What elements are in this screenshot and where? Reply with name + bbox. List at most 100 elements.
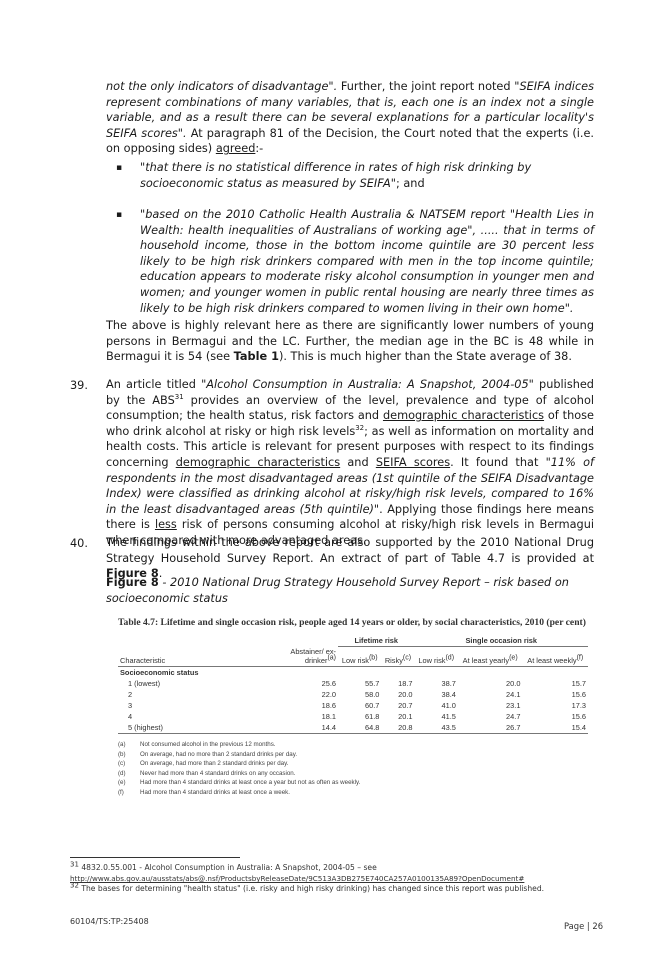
- text-span: ; and: [395, 176, 425, 190]
- note-ref: (f): [576, 654, 584, 662]
- table-cell: 14.4: [321, 723, 336, 732]
- table-section-row: Socioeconomic status: [118, 667, 588, 679]
- note-ref: (e): [509, 654, 518, 662]
- text-span: At paragraph 81 of the Decision, the Cou…: [106, 126, 594, 156]
- table-cell: 18.1: [321, 712, 336, 721]
- note-key: (a): [118, 741, 126, 748]
- text-span: .: [158, 567, 163, 581]
- bullet-icon: ▪: [116, 163, 123, 173]
- col-header-abstainer: Abstainer/ ex-drinker(a): [272, 646, 338, 667]
- table-note: (f)Had more than 4 standard drinks at le…: [118, 788, 600, 798]
- text-span: published by the ABS: [106, 378, 594, 407]
- text-span: :-: [255, 142, 264, 156]
- table-cell: [118, 635, 272, 647]
- bullet-item-1: "that there is no statistical difference…: [140, 160, 592, 191]
- table-cell: 18.7: [398, 679, 413, 688]
- text-span: of those who drink alcohol at risky or h…: [106, 409, 594, 438]
- col-header-yearly: At least yearly(e): [457, 646, 523, 667]
- col-header-weekly: At least weekly(f): [522, 646, 588, 667]
- note-ref: (b): [368, 654, 378, 662]
- table-cell: 24.1: [506, 690, 521, 699]
- table-cell: 20.8: [398, 723, 413, 732]
- text-span: "Alcohol Consumption in Australia: A Sna…: [201, 378, 534, 391]
- table-cell: 25.6: [321, 679, 336, 688]
- table-cell: 20.7: [398, 701, 413, 710]
- underlined-text: agreed: [215, 142, 256, 156]
- table-cell: 55.7: [365, 679, 380, 688]
- col-header-risky: Risky(c): [381, 646, 415, 667]
- note-key: (d): [118, 769, 126, 777]
- table-notes: (a)Not consumed alcohol in the previous …: [118, 740, 600, 798]
- footnote-32: 32 The bases for determining "health sta…: [70, 882, 590, 894]
- footnote-31: 31 4832.0.55.001 - Alcohol Consumption i…: [70, 860, 590, 873]
- table-cell: 43.5: [441, 723, 456, 732]
- table-cell: 20.0: [506, 679, 521, 688]
- note-text: Had more than 4 standard drinks at least…: [140, 788, 290, 796]
- col-header-low-risk: Low risk(b): [338, 646, 382, 667]
- table-row: 1 (lowest) 25.6 55.7 18.7 38.7 20.0 15.7: [118, 678, 588, 689]
- figure-table: Table 4.7: Lifetime and single occasion …: [118, 617, 600, 798]
- text-span: . Applying those findings here means the…: [106, 502, 594, 532]
- paragraph-number: 40.: [70, 537, 88, 550]
- footnote-number: 31: [70, 860, 79, 869]
- text-span: not the only indicators of disadvantage"…: [106, 80, 338, 93]
- table-note: (e)Had more than 4 standard drinks at le…: [118, 778, 600, 788]
- table-note: (c)On average, had more than 2 standard …: [118, 759, 600, 769]
- bullet-icon: ▪: [116, 210, 123, 220]
- table-cell: 41.5: [441, 712, 456, 721]
- table-cell: 61.8: [365, 712, 380, 721]
- header-text: Abstainer/ ex-drinker: [290, 647, 336, 665]
- footnote-text: 4832.0.55.001 - Alcohol Consumption in A…: [78, 863, 377, 872]
- header-text: Risky: [384, 656, 403, 665]
- footnote-divider: [70, 857, 240, 858]
- table-row: 2 22.0 58.0 20.0 38.4 24.1 15.6: [118, 689, 588, 700]
- section-label: Socioeconomic status: [120, 668, 199, 677]
- underlined-text: demographic characteristics: [175, 455, 341, 469]
- table-title: Table 4.7: Lifetime and single occasion …: [118, 617, 586, 628]
- table-note: (a)Not consumed alcohol in the previous …: [118, 740, 600, 750]
- paragraph-number: 39.: [70, 379, 88, 392]
- text-span: risk of persons consuming alcohol at ris…: [106, 518, 594, 547]
- table-group-row: Lifetime risk Single occasion risk: [118, 634, 588, 647]
- note-ref: (c): [402, 654, 412, 662]
- table-row: 4 18.1 61.8 20.1 41.5 24.7 15.6: [118, 711, 588, 722]
- paragraph-40: The findings within the above report are…: [106, 535, 594, 582]
- text-span: "SEIFA indices represent combinations of…: [106, 80, 594, 140]
- underlined-text: demographic characteristics: [382, 409, 545, 423]
- table-cell: 20.1: [398, 712, 413, 721]
- text-span: Further, the joint report noted: [337, 80, 515, 93]
- header-text: At least yearly: [462, 656, 510, 665]
- bullet-item-2: "based on the 2010 Catholic Health Austr…: [140, 208, 594, 315]
- table-cell: 15.7: [571, 679, 586, 688]
- text-span: "that there is no statistical difference…: [140, 161, 532, 190]
- table-cell: 38.4: [441, 690, 456, 699]
- note-ref: (d): [445, 654, 455, 662]
- table-cell: 15.6: [571, 712, 586, 721]
- text-span: ; as well as information on mortality an…: [106, 424, 594, 469]
- table-cell: 41.0: [441, 701, 456, 710]
- row-label: 3: [128, 701, 133, 710]
- table-row: 3 18.6 60.7 20.7 41.0 23.1 17.3: [118, 700, 588, 711]
- table-cell: 58.0: [365, 690, 380, 699]
- note-text: Had more than 4 standard drinks at least…: [140, 779, 361, 787]
- intro-paragraph: not the only indicators of disadvantage"…: [106, 79, 594, 157]
- footnote-text: The bases for determining "health status…: [78, 884, 545, 893]
- row-label: 1 (lowest): [128, 679, 161, 688]
- table-cell: 60.7: [365, 701, 380, 710]
- table-cell: 17.3: [571, 701, 586, 710]
- row-label: 4: [128, 712, 133, 721]
- note-key: (b): [118, 750, 126, 758]
- text-span: The findings within the above report are…: [106, 536, 594, 565]
- header-text: Low risk: [418, 656, 446, 665]
- relevance-paragraph: The above is highly relevant here as the…: [106, 318, 594, 365]
- header-text: At least weekly: [527, 656, 577, 665]
- table-cell: 24.7: [506, 712, 521, 721]
- text-span: provides an overview of the level, preva…: [106, 393, 594, 423]
- table-note: (b)On average, had no more than 2 standa…: [118, 750, 600, 760]
- footnote-31-link-line: http://www.abs.gov.au/ausstats/abs@.nsf/…: [70, 874, 590, 884]
- note-text: On average, had more than 2 standard dri…: [140, 760, 289, 768]
- risk-table: Lifetime risk Single occasion risk Chara…: [118, 634, 588, 735]
- text-span: and: [340, 455, 376, 469]
- footnote-link[interactable]: http://www.abs.gov.au/ausstats/abs@.nsf/…: [70, 874, 525, 883]
